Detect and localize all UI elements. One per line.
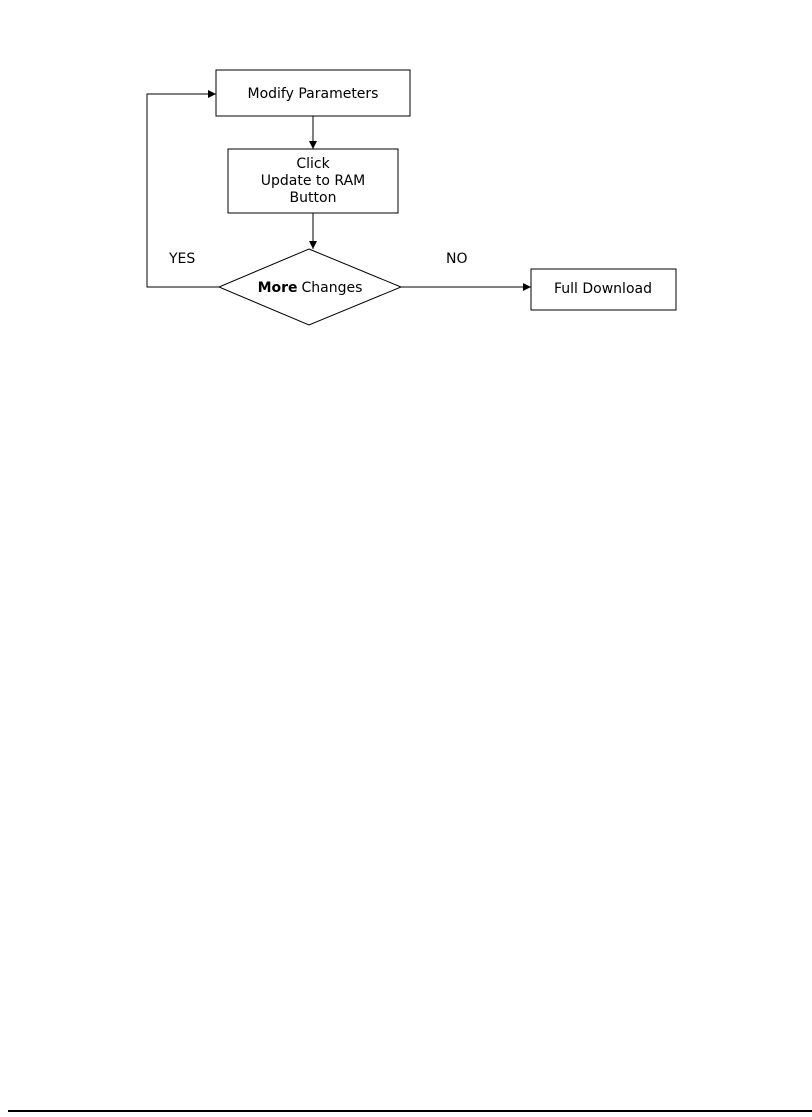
more-changes-decision [217, 248, 403, 326]
page-bottom-rule [8, 1110, 812, 1112]
update-ram-label-line3: Button [290, 190, 337, 206]
update-ram-label-line2: Update to RAM [261, 173, 365, 189]
modify-parameters-box [215, 69, 411, 117]
yes-branch-label: YES [168, 251, 195, 267]
more-changes-label-bold: More [258, 280, 298, 296]
modify-parameters-label: Modify Parameters [248, 86, 379, 102]
no-branch-label: NO [446, 251, 468, 267]
update-ram-box [227, 148, 399, 214]
full-download-label: Full Download [554, 281, 652, 297]
update-ram-label-line1: Click [296, 156, 330, 172]
more-changes-label-rest: Changes [302, 280, 363, 296]
full-download-box [530, 268, 677, 311]
yes-loop-connector [146, 90, 219, 288]
